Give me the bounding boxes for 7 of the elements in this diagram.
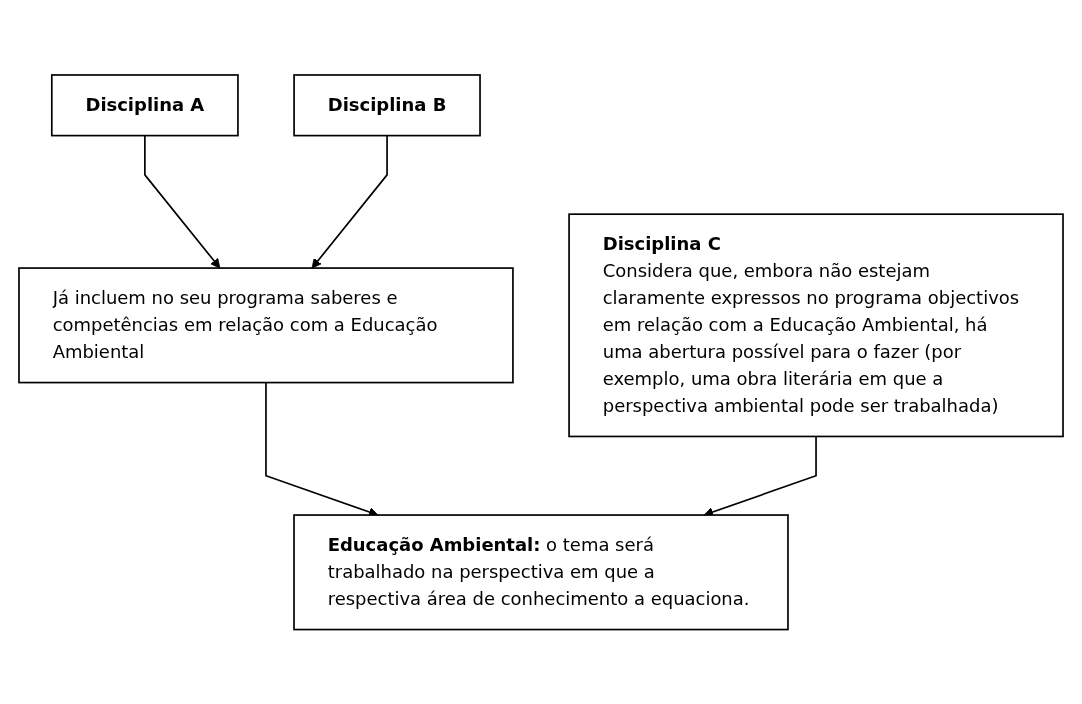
node-box: Já incluem no seu programa saberes e competências em relação com a Educação Ambiental — [18, 266, 514, 384]
arrow — [144, 134, 221, 269]
node-box: Disciplina B — [293, 73, 481, 137]
node-box: Disciplina A — [50, 73, 239, 137]
node-box: Disciplina C Considera que, embora não estejam claramente expressos no programa objectivos em relação com a Educação Ambiental, há uma abertura possível para o fazer (por exemplo, uma obra literária em que a perspectiva ambiental pode ser trabalhada) — [568, 213, 1064, 438]
node-box: Educação Ambiental: o tema será trabalhado na perspectiva em que a respectiva área de conhecimento a equaciona. — [293, 513, 789, 631]
arrow — [311, 134, 388, 269]
